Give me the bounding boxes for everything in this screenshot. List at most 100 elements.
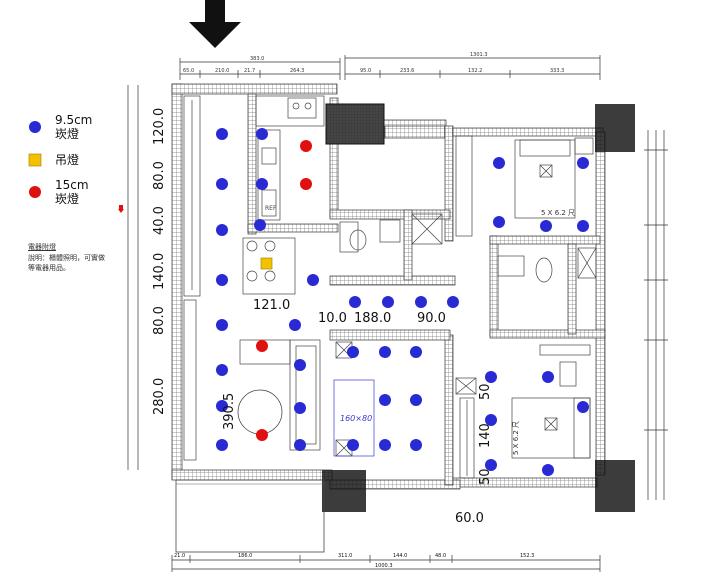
- bottom-dim-seg: 144.0: [393, 553, 408, 559]
- blue-light-icon: [410, 346, 422, 358]
- bottom-dim-seg: 152.3: [520, 553, 535, 559]
- blue-light-icon: [447, 296, 459, 308]
- blue-light-icon: [379, 394, 391, 406]
- blue-light-icon: [216, 364, 228, 376]
- red-light-legend-icon: [29, 186, 41, 198]
- dim-bottom-60: 60.0: [455, 511, 484, 526]
- legend-blue-line1: 9.5cm: [55, 113, 93, 127]
- blue-light-icon: [542, 464, 554, 476]
- blue-light-icon: [216, 274, 228, 286]
- legend-yellow-line1: 吊燈: [55, 153, 80, 167]
- structural-columns: [322, 103, 635, 512]
- blue-light-icon: [256, 178, 268, 190]
- dim-121: 121.0: [253, 298, 291, 313]
- blue-light-icon: [379, 346, 391, 358]
- blue-light-icon: [216, 224, 228, 236]
- blue-light-icon: [577, 401, 589, 413]
- blue-light-icon: [294, 439, 306, 451]
- bedroom2-size: 5 X 6.2 尺: [512, 420, 520, 455]
- blue-light-icon: [410, 439, 422, 451]
- furniture: REF: [183, 95, 597, 479]
- bottom-dim-seg: 186.0: [238, 553, 253, 559]
- dim-living-390: 390.5: [222, 392, 237, 430]
- lights-layer: [216, 128, 589, 476]
- red-arrow-icon: [118, 205, 124, 213]
- dim-bottom-50b: 50: [478, 468, 493, 485]
- legend-red-line2: 崁燈: [55, 192, 80, 206]
- top-dim-seg: 132.2: [468, 68, 482, 74]
- blue-light-icon: [577, 157, 589, 169]
- top-dim-seg: 264.3: [290, 68, 304, 74]
- blue-light-icon: [493, 157, 505, 169]
- blue-light-icon: [410, 394, 422, 406]
- dim-left-280: 280.0: [152, 377, 167, 415]
- blue-light-legend-icon: [29, 121, 41, 133]
- bedroom1-size: 5 X 6.2 尺: [541, 209, 576, 217]
- legend-red-line1: 15cm: [55, 178, 89, 192]
- top-dim-total: 1301.3: [470, 52, 488, 58]
- svg-text:REF: REF: [265, 205, 277, 212]
- blue-light-icon: [485, 459, 497, 471]
- dim-bottom-140: 140: [478, 423, 493, 448]
- blue-light-icon: [294, 402, 306, 414]
- bottom-dim-seg: 21.0: [174, 553, 186, 559]
- red-light-icon: [300, 178, 312, 190]
- top-dim-seg: 65.0: [183, 68, 194, 74]
- yellow-light-legend-icon: [28, 153, 42, 167]
- red-light-icon: [300, 140, 312, 152]
- blue-light-icon: [542, 371, 554, 383]
- top-dim-left: 383.0: [250, 56, 264, 62]
- bottom-dim-total: 1000.3: [375, 563, 393, 569]
- bottom-dim-seg: 311.0: [338, 553, 353, 559]
- dim-left-120: 120.0: [152, 107, 167, 145]
- note-line1: 說明：櫃體照明，可實做: [28, 254, 105, 262]
- top-dim-seg: 333.3: [550, 68, 564, 74]
- pendant-light-icon: [260, 257, 273, 270]
- dim-left-80b: 80.0: [152, 306, 167, 335]
- left-dimension-lines: [127, 85, 139, 470]
- blue-light-icon: [216, 128, 228, 140]
- blue-light-icon: [254, 219, 266, 231]
- blue-light-icon: [382, 296, 394, 308]
- blue-light-icon: [493, 216, 505, 228]
- dim-90: 90.0: [417, 311, 446, 326]
- top-dim-seg: 95.0: [360, 68, 371, 74]
- blue-light-icon: [540, 220, 552, 232]
- note-line2: 等電器用品。: [28, 264, 70, 272]
- blue-light-icon: [307, 274, 319, 286]
- bed-size-label: 160×80: [340, 414, 373, 423]
- blue-light-icon: [349, 296, 361, 308]
- top-dim-seg: 21.7: [244, 68, 255, 74]
- blue-light-icon: [216, 400, 228, 412]
- right-dimension-lines: [644, 130, 668, 500]
- blue-light-icon: [294, 359, 306, 371]
- blue-light-icon: [216, 319, 228, 331]
- blue-light-icon: [216, 178, 228, 190]
- top-dimension-lines: [179, 55, 601, 80]
- blue-light-icon: [379, 439, 391, 451]
- legend-blue-line2: 崁燈: [55, 127, 80, 141]
- red-light-icon: [256, 429, 268, 441]
- note-title: 電器附燈: [28, 243, 56, 251]
- dim-188: 188.0: [354, 311, 392, 326]
- dim-left-80: 80.0: [152, 161, 167, 190]
- balcony: [175, 479, 325, 553]
- dim-left-140: 140.0: [152, 252, 167, 290]
- blue-light-icon: [216, 439, 228, 451]
- blue-light-icon: [485, 414, 497, 426]
- blue-light-icon: [577, 220, 589, 232]
- blue-light-icon: [415, 296, 427, 308]
- outer-walls: [171, 83, 606, 490]
- dim-10: 10.0: [318, 311, 347, 326]
- blue-light-icon: [347, 439, 359, 451]
- blue-light-icon: [347, 346, 359, 358]
- dim-bottom-50a: 50: [478, 383, 493, 400]
- top-dim-seg: 210.0: [215, 68, 229, 74]
- blue-light-icon: [256, 128, 268, 140]
- bottom-dim-seg: 48.0: [435, 553, 447, 559]
- north-arrow-icon: [189, 0, 241, 48]
- blue-light-icon: [485, 371, 497, 383]
- top-dimension-text: 383.0 1301.3 65.0 210.0 21.7 264.3 95.0 …: [183, 52, 564, 74]
- red-light-icon: [256, 340, 268, 352]
